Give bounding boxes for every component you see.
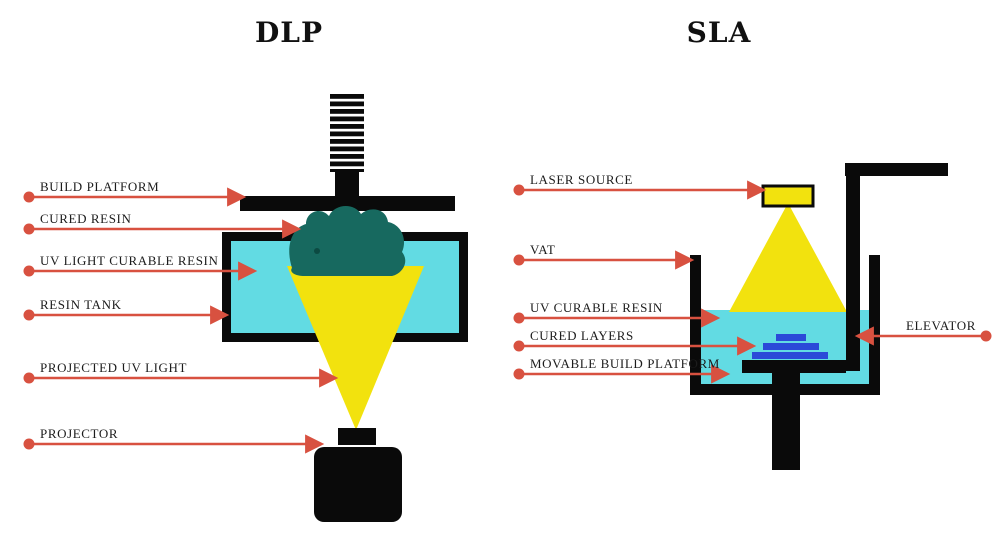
cured-layer-bottom <box>752 352 828 359</box>
label-build-platform: BUILD PLATFORM <box>23 179 247 207</box>
threaded-rod <box>330 94 364 172</box>
label-resin-tank: RESIN TANK <box>23 297 230 325</box>
label-vat: VAT <box>513 242 695 270</box>
cured-layer-middle <box>763 343 819 350</box>
elevator-top-arm <box>845 163 948 176</box>
cured-resin-blob <box>289 205 406 276</box>
laser-source <box>761 184 815 208</box>
label-dot <box>23 265 35 277</box>
platform-shaft <box>335 170 359 200</box>
label-dot <box>513 184 525 196</box>
label-dot <box>513 368 525 380</box>
vat-right-wall <box>869 255 880 395</box>
label-text: PROJECTED UV LIGHT <box>40 360 187 375</box>
label-projected-uv-light: PROJECTED UV LIGHT <box>23 360 339 388</box>
label-dot <box>513 312 525 324</box>
cured-layer-top <box>776 334 806 341</box>
vat-left-wall <box>690 255 701 395</box>
dlp-title: DLP <box>255 16 323 49</box>
label-dot <box>23 309 35 321</box>
label-text: RESIN TANK <box>40 297 122 312</box>
label-dot <box>23 438 35 450</box>
laser-beam-cone <box>729 203 847 312</box>
label-cured-layers: CURED LAYERS <box>513 328 757 356</box>
sla-diagram <box>690 163 948 470</box>
dlp-diagram <box>222 94 468 522</box>
elevator-column <box>846 163 860 371</box>
movable-build-platform <box>742 360 846 373</box>
label-text: ELEVATOR <box>906 318 976 333</box>
label-cured-resin: CURED RESIN <box>23 211 302 239</box>
label-text: MOVABLE BUILD PLATFORM <box>530 356 720 371</box>
label-dot <box>23 372 35 384</box>
label-text: BUILD PLATFORM <box>40 179 159 194</box>
label-projector: PROJECTOR <box>23 426 325 454</box>
label-elevator: ELEVATOR <box>854 318 992 346</box>
projector-lens <box>338 428 376 445</box>
cured-resin-detail <box>314 248 320 254</box>
label-dot <box>513 254 525 266</box>
label-dot <box>980 330 992 342</box>
label-dot <box>513 340 525 352</box>
label-text: LASER SOURCE <box>530 172 633 187</box>
label-text: UV LIGHT CURABLE RESIN <box>40 253 218 268</box>
label-text: CURED LAYERS <box>530 328 634 343</box>
sla-title: SLA <box>687 16 752 49</box>
label-dot <box>23 223 35 235</box>
platform-stem <box>772 373 800 470</box>
label-text: CURED RESIN <box>40 211 131 226</box>
label-uv-curable-resin: UV CURABLE RESIN <box>513 300 721 328</box>
label-text: VAT <box>530 242 555 257</box>
label-uv-light-curable-resin: UV LIGHT CURABLE RESIN <box>23 253 258 281</box>
label-text: UV CURABLE RESIN <box>530 300 663 315</box>
build-platform <box>240 196 455 211</box>
label-text: PROJECTOR <box>40 426 118 441</box>
label-movable-build-platform: MOVABLE BUILD PLATFORM <box>513 356 731 384</box>
label-laser-source: LASER SOURCE <box>513 172 767 200</box>
projector-body <box>314 447 402 522</box>
projected-uv-light-cone <box>287 266 424 430</box>
label-dot <box>23 191 35 203</box>
